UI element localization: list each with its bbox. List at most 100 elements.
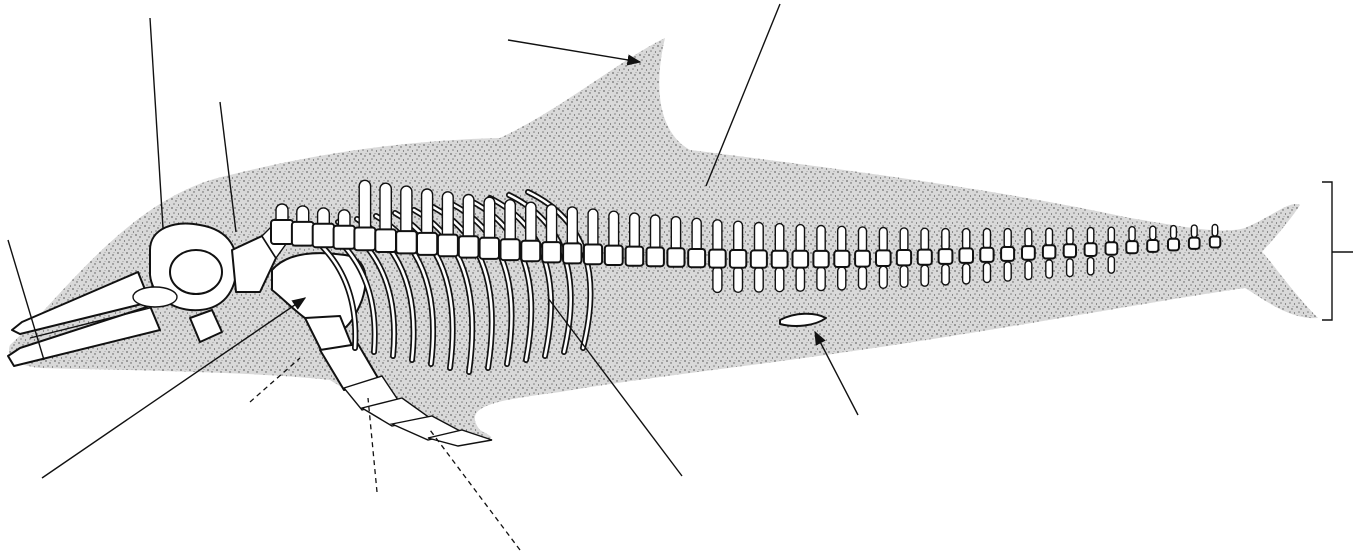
vertebra [459, 236, 479, 257]
vertebra [793, 251, 809, 268]
neural-spine [1150, 226, 1156, 240]
neural-spine [963, 229, 970, 250]
chevron-bone [1108, 256, 1114, 273]
vertebra [1168, 239, 1179, 251]
vertebra [751, 250, 767, 267]
vertebra [918, 250, 932, 265]
vertebra [959, 248, 973, 263]
neural-spine [983, 229, 990, 249]
vertebra [542, 242, 561, 262]
neural-spine [1025, 228, 1032, 247]
neural-spine [1191, 225, 1197, 237]
vertebra [1064, 244, 1076, 257]
vertebra [563, 243, 581, 263]
neural-spine [484, 197, 495, 242]
chevron-bone [1004, 262, 1011, 281]
vertebra [688, 249, 705, 267]
vertebra [1106, 242, 1118, 255]
vertebra [834, 251, 849, 267]
neural-spine [526, 202, 536, 245]
neural-spine [942, 229, 949, 251]
neural-spine [609, 211, 619, 249]
chevron-bone [900, 266, 908, 288]
neural-spine [713, 220, 722, 253]
vertebra [1126, 241, 1138, 253]
neural-spine [692, 218, 701, 252]
neural-spine [1212, 225, 1218, 237]
vertebra [375, 229, 396, 252]
neural-spine [651, 215, 660, 251]
neural-spine [671, 217, 680, 252]
vertebra [313, 224, 335, 247]
chevron-bone [1067, 259, 1074, 277]
vertebra [730, 250, 746, 268]
vertebra [1085, 243, 1097, 256]
chevron-bone [755, 267, 764, 292]
neural-spine [1046, 228, 1053, 246]
neural-spine [547, 205, 557, 247]
leader-cranium [150, 18, 163, 228]
vertebra [292, 222, 314, 246]
chevron-bone [817, 267, 825, 291]
vertebra [1147, 240, 1158, 252]
vertebra [354, 228, 375, 251]
neural-spine [422, 189, 433, 238]
vertebra [1210, 237, 1221, 248]
vertebra [709, 250, 726, 268]
vertebra [647, 248, 664, 267]
neural-spine [567, 207, 577, 248]
vertebra [501, 239, 520, 260]
chevron-bone [859, 267, 867, 290]
chevron-bone [734, 267, 743, 292]
chevron-bone [775, 267, 784, 292]
neural-spine [838, 226, 846, 253]
neural-spine [1067, 228, 1074, 245]
chevron-bone [1046, 260, 1053, 278]
chevron-bone [713, 267, 722, 293]
vertebra [626, 247, 644, 266]
chevron-bone [983, 263, 990, 283]
vertebra [855, 251, 870, 267]
neural-spine [796, 225, 804, 254]
neural-spine [359, 180, 370, 233]
scale-bar [1322, 182, 1353, 320]
neural-spine [734, 221, 743, 253]
neural-spine [1129, 227, 1135, 242]
vertebra [897, 250, 911, 265]
leader-phalanges [430, 430, 520, 550]
vertebra [417, 233, 437, 255]
vertebra [396, 231, 417, 253]
neural-spine [900, 228, 908, 252]
neural-spine [505, 200, 515, 244]
neural-spine [630, 213, 640, 250]
neural-spine [442, 192, 453, 240]
neural-spine [817, 226, 825, 254]
neural-spine [463, 195, 474, 241]
chevron-bone [921, 265, 929, 286]
neural-spine [775, 224, 784, 254]
chevron-bone [942, 264, 949, 285]
vertebra [438, 235, 458, 257]
neural-spine [859, 227, 867, 253]
neural-spine [755, 223, 764, 254]
neural-spine [588, 209, 598, 248]
neural-spine [1004, 229, 1011, 248]
neural-spine [921, 228, 929, 251]
neural-spine [1171, 226, 1177, 239]
vertebra [1001, 247, 1014, 261]
chevron-bone [963, 264, 970, 284]
vertebra [605, 246, 623, 265]
vertebra [772, 251, 788, 268]
vertebra [939, 249, 953, 264]
neural-spine [879, 228, 887, 253]
chevron-bone [838, 267, 846, 290]
vertebra [667, 248, 684, 266]
chevron-bone [1025, 261, 1032, 280]
vertebra [980, 248, 993, 262]
chevron-bone [796, 267, 804, 291]
neural-spine [401, 186, 412, 236]
vertebra [1043, 245, 1056, 258]
vertebra [813, 251, 828, 268]
